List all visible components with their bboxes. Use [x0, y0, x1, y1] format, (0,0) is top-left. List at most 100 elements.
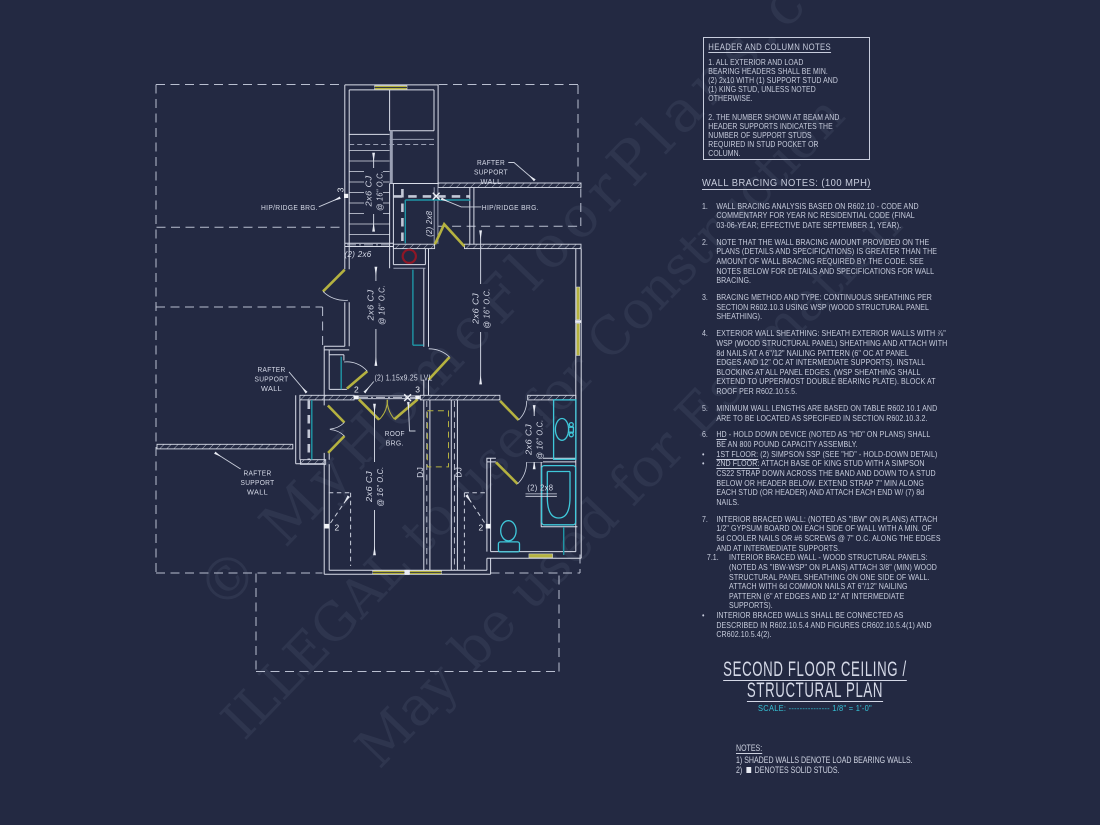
- marker-2-beam: 2: [354, 385, 359, 395]
- bracing-note-line: PLANS (DETAILS AND SPECIFICATIONS) IS GR…: [716, 246, 938, 257]
- dimension-lines: [372, 152, 536, 556]
- label-header-2x8-hip: (2) 2x8: [425, 211, 434, 237]
- bracing-note-line: (NOTED AS "IBW-WSP" ON PLANS) ATTACH 3/8…: [729, 561, 937, 572]
- svg-text:@ 16" O.C.: @ 16" O.C.: [483, 289, 492, 329]
- bathroom-fixtures: [497, 399, 577, 553]
- svg-text:2x6 CJ: 2x6 CJ: [525, 423, 534, 456]
- svg-text:BRG.: BRG.: [386, 439, 404, 448]
- sheet-title-line2: STRUCTURAL PLAN: [746, 679, 884, 702]
- label-header-2x8-bath: (2) 2x8: [527, 484, 553, 493]
- bracing-note-line: ATTACH WITH 6d COMMON NAILS AT 6"/12" NA…: [729, 581, 908, 592]
- bottom-notes-title: NOTES:: [736, 743, 763, 753]
- header-column-notes-box: HEADER AND COLUMN NOTES 1. ALL EXTERIOR …: [703, 37, 870, 160]
- bracing-note-line: HD - HOLD DOWN DEVICE (NOTED AS "HD" ON …: [716, 429, 931, 440]
- beam-symbol: [525, 493, 557, 497]
- svg-text:@ 16" O.C.: @ 16" O.C.: [376, 467, 385, 507]
- roof-hip-dashed-lines: [307, 189, 470, 460]
- bracing-note-line: AMOUNT OF WALL BRACING REQUIRED BY THE C…: [716, 255, 924, 266]
- bracing-note-number: 7.1.: [706, 552, 719, 563]
- bracing-note-line: WALL BRACING ANALYSIS BASED ON R602.10 -…: [716, 200, 919, 211]
- bracing-note-line: MINIMUM WALL LENGTHS ARE BASED ON TABLE …: [716, 402, 938, 413]
- bracing-note-line: ARE TO BE LOCATED AS SPECIFIED IN SECTIO…: [716, 412, 928, 423]
- label-joists-bath: 2x6 CJ @ 16" O.C.: [524, 416, 545, 462]
- svg-text:@ 16" O.C.: @ 16" O.C.: [378, 285, 387, 325]
- bracing-note-number: 4.: [702, 328, 708, 339]
- svg-text:@ 16" O.C.: @ 16" O.C.: [536, 420, 545, 460]
- bracing-note-item: •1ST FLOOR: (2) SIMPSON SSP (SEE "HD" - …: [702, 448, 992, 460]
- svg-text:SUPPORT: SUPPORT: [241, 478, 275, 487]
- svg-text:WALL: WALL: [481, 177, 502, 186]
- bracing-note-line: BELOW OR HEADER BELOW. EXTEND STRAP 7" M…: [716, 477, 924, 488]
- bottom-note-1: 1) SHADED WALLS DENOTE LOAD BEARING WALL…: [736, 755, 913, 765]
- svg-text:2x6 CJ: 2x6 CJ: [365, 175, 374, 208]
- bracing-note-line: DESCRIBED IN R602.10.5.4 AND FIGURES CR6…: [716, 619, 932, 630]
- vanity-counter: [552, 399, 577, 460]
- bracing-note-item: 6. HD - HOLD DOWN DEVICE (NOTED AS "HD" O…: [702, 430, 992, 449]
- bracing-note-line: COMMENTARY FOR YEAR NC RESIDENTIAL CODE …: [716, 210, 915, 221]
- label-dj-left: DJ: [416, 467, 425, 478]
- braced-panel-dashes: [328, 492, 487, 571]
- faucet: [567, 421, 575, 438]
- label-dj-right: DJ: [455, 467, 464, 478]
- svg-text:WALL: WALL: [261, 384, 282, 393]
- label-joists-hall: 2x6 CJ @ 16" O.C.: [366, 281, 387, 329]
- bracing-note-line: WSP (WOOD STRUCTURAL PANEL) SHEATHING AN…: [716, 337, 948, 348]
- title-block: SECOND FLOOR CEILING / STRUCTURAL PLAN S…: [660, 658, 970, 713]
- bracing-note-line: EDGES AND 12" OC AT INTERMEDIATE SUPPORT…: [716, 357, 926, 368]
- bracing-note-number: 5.: [702, 402, 708, 413]
- bracing-note-line: 8d NAILS AT A 6"/12" NAILING PATTERN (6"…: [716, 347, 909, 358]
- label-rafter-support-wall-bl: RAFTER: [244, 469, 272, 478]
- bracing-note-line: NAILS.: [716, 496, 740, 507]
- header-notes-title: HEADER AND COLUMN NOTES: [708, 42, 832, 52]
- bracing-note-number: 7.: [702, 513, 708, 524]
- label-joists-stairs: 2x6 CJ @ 16" O.C.: [364, 168, 385, 214]
- bracing-note-line: AND AT INTERMEDIATE SUPPORTS.: [716, 542, 840, 553]
- bracing-note-line: SUPPORTS).: [729, 600, 773, 611]
- solid-stud-square-icon: [746, 766, 752, 773]
- bracing-note-item: • 2ND FLOOR: ATTACH BASE OF KING STUD WIT…: [702, 459, 992, 507]
- bracing-note-line: STRUCTURAL PANEL SHEATHING ON ONE SIDE O…: [729, 571, 930, 582]
- svg-text:2x6 CJ: 2x6 CJ: [472, 292, 481, 325]
- bracing-note-line: SHEATHING).: [716, 311, 763, 322]
- bracing-note-number: 6.: [702, 429, 708, 440]
- bracing-note-line: CS22 STRAP DOWN ACROSS THE BAND AND DOWN…: [716, 467, 936, 478]
- bracing-note-item: 2.NOTE THAT THE WALL BRACING AMOUNT PROV…: [702, 236, 992, 286]
- bracing-note-line: BE AN 800 POUND CAPACITY ASSEMBLY.: [716, 439, 858, 450]
- bracing-note-line: 5d COOLER NAILS OR #6 SCREWS @ 7" O.C. A…: [716, 533, 941, 544]
- bracing-note-number: 1.: [702, 200, 708, 211]
- bracing-note-line: 2ND FLOOR: ATTACH BASE OF KING STUD WITH…: [716, 458, 925, 469]
- bracing-note-line: INTERIOR BRACED WALL - WOOD STRUCTURAL P…: [729, 552, 928, 563]
- label-header-2x6: (2) 2x6: [345, 250, 372, 259]
- svg-text:SUPPORT: SUPPORT: [255, 375, 289, 384]
- bracing-note-number: •: [702, 448, 705, 459]
- bracing-note-number: 2.: [702, 236, 708, 247]
- svg-text:WALL: WALL: [247, 488, 268, 497]
- windows: [372, 85, 582, 575]
- walls: [295, 84, 582, 575]
- flue-circle: [401, 248, 417, 264]
- bracing-note-line: SECTION R602.10.3 USING WSP (WOOD STRUCT…: [716, 301, 930, 312]
- plan-labels: RAFTER SUPPORT WALL RAFTER SUPPORT WALL …: [241, 158, 554, 533]
- wall-bracing-notes: WALL BRACING NOTES: (100 MPH) 1.WALL BRA…: [702, 178, 992, 640]
- marker-3-stair: 3: [336, 187, 346, 192]
- bottom-note-2: 2)DENOTES SOLID STUDS.: [736, 765, 840, 775]
- svg-text:SUPPORT: SUPPORT: [474, 168, 508, 177]
- bracing-note-line: INTERIOR BRACED WALL: (NOTED AS "IBW" ON…: [716, 513, 938, 524]
- bracing-note-line: EXTERIOR WALL SHEATHING: SHEATH EXTERIOR…: [716, 328, 946, 339]
- bracing-note-number: •: [702, 458, 705, 469]
- bracing-note-number: 3.: [702, 292, 708, 303]
- bracing-note-line: 03-06-YEAR; EFFECTIVE DATE SEPTEMBER 1, …: [716, 219, 902, 230]
- label-joists-room: 2x6 CJ @ 16" O.C.: [364, 462, 385, 510]
- bracing-note-line: ROOF PER R602.10.5.5.: [716, 386, 798, 397]
- bracing-note-line: EACH STUD (OR HEADER) AND ATTACH EACH EN…: [716, 487, 925, 498]
- label-joists-bedroom: 2x6 CJ @ 16" O.C.: [471, 284, 492, 332]
- bracing-note-line: BLOCKING AT ALL PANEL EDGES. (WSP SHEATH…: [716, 366, 921, 377]
- label-rafter-support-wall-ml: RAFTER: [258, 365, 286, 374]
- label-roof-brg: ROOF: [385, 429, 405, 438]
- label-lvl-beam: (2) 1.15x9.25 LVL: [375, 374, 433, 383]
- bracing-note-item: 5. MINIMUM WALL LENGTHS ARE BASED ON TABL…: [702, 402, 992, 423]
- label-hip-ridge-right: HIP/RIDGE BRG.: [482, 203, 539, 212]
- bracing-note-item: 3.BRACING METHOD AND TYPE: CONTINUOUS SH…: [702, 292, 992, 322]
